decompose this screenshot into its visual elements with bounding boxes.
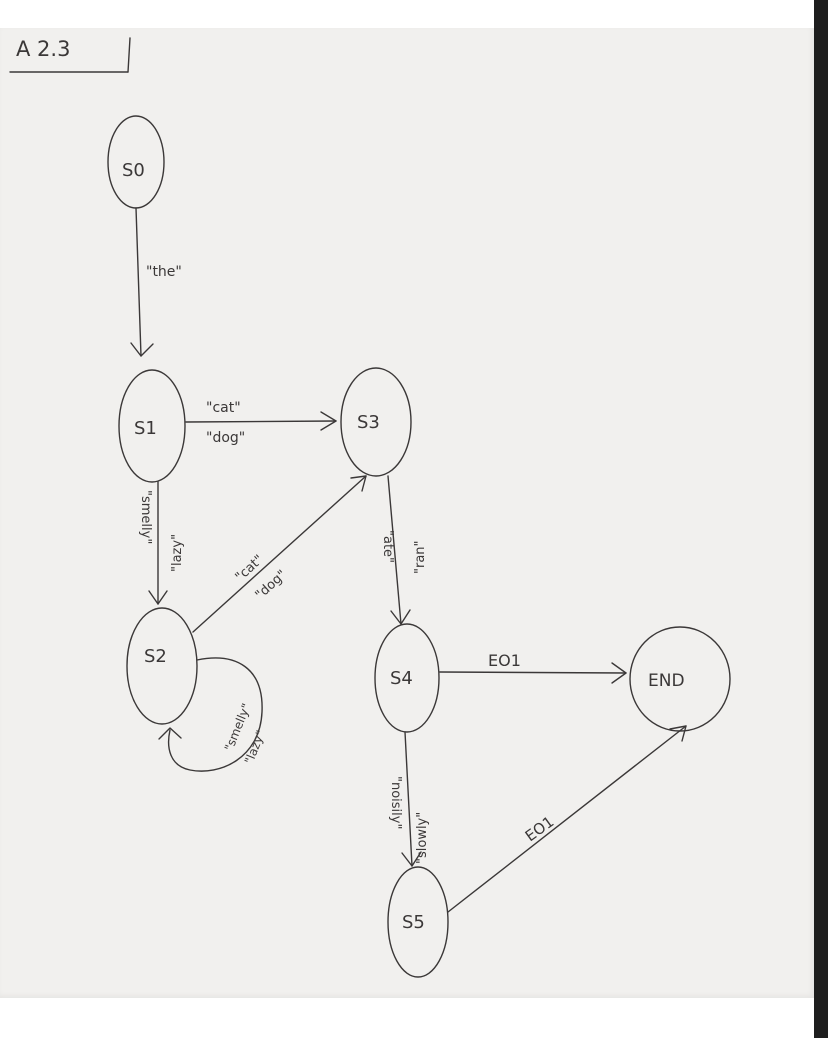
transition-s4-end: EO1 (439, 651, 627, 684)
transition-label: EO1 (488, 651, 521, 670)
transition-s2-s3: "cat" "dog" (192, 475, 367, 633)
transition-s3-s4: "ate" "ran" (380, 475, 428, 625)
state-end: END (629, 626, 731, 732)
transition-label: "lazy" (242, 728, 268, 766)
transition-label: "the" (146, 264, 182, 280)
transition-s0-s1: "the" (130, 207, 182, 357)
state-label: END (648, 671, 685, 691)
transition-label: "smelly" (138, 490, 153, 544)
state-label: S2 (144, 646, 167, 667)
transition-label: "slowly" (415, 812, 430, 864)
transition-label: "ate" (380, 530, 395, 563)
transition-label: "ran" (413, 540, 428, 574)
transition-s2-loop: "smelly" "lazy" (158, 657, 268, 772)
state-label: S0 (122, 160, 145, 181)
transition-label: "noisily" (388, 776, 403, 829)
transition-label: "cat" (206, 400, 241, 416)
state-label: S4 (390, 668, 413, 689)
dark-edge (814, 0, 828, 1038)
state-s1: S1 (118, 369, 186, 483)
state-s3: S3 (340, 367, 412, 477)
page-label-box: A 2.3 (9, 37, 131, 73)
state-s4: S4 (374, 623, 440, 733)
transition-label: "lazy" (170, 534, 185, 572)
state-label: S1 (134, 418, 157, 439)
state-label: S5 (402, 912, 425, 933)
transition-s4-s5: "noisily" "slowly" (388, 731, 430, 867)
transition-label: "dog" (206, 430, 245, 446)
state-s5: S5 (387, 866, 449, 978)
state-s2: S2 (126, 607, 198, 725)
transition-s1-s2: "smelly" "lazy" (138, 481, 185, 605)
state-label: S3 (357, 412, 380, 433)
state-s0: S0 (107, 115, 165, 209)
paper-sheet (0, 28, 814, 998)
page-label: A 2.3 (16, 37, 70, 61)
transition-s1-s3: "cat" "dog" (185, 400, 337, 446)
transition-s5-end: EO1 (447, 725, 687, 913)
